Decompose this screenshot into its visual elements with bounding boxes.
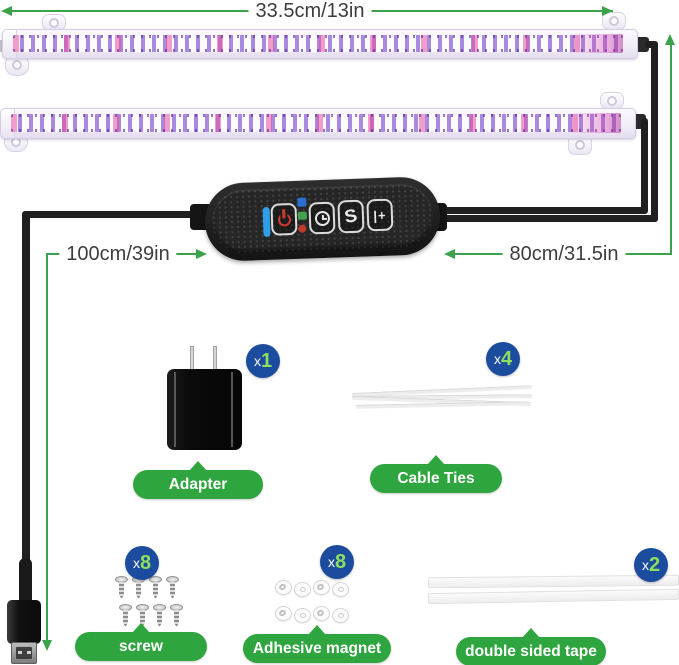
power-icon	[277, 212, 291, 227]
arrow-up-icon	[665, 34, 675, 45]
usb-cable	[19, 558, 32, 606]
screw	[149, 576, 162, 600]
screw	[136, 604, 149, 628]
arrow-left-icon	[1, 6, 12, 16]
label-pill-magnet: Adhesive magnet	[243, 634, 391, 663]
led-glow	[568, 34, 623, 53]
magnet	[294, 582, 311, 597]
s-curve-icon: S	[342, 205, 359, 227]
screw	[166, 576, 179, 600]
led-band	[13, 35, 623, 52]
clock-icon	[314, 210, 330, 226]
measure-right-label: 80cm/31.5in	[502, 243, 626, 265]
arrow-right-icon	[196, 249, 207, 259]
accessory-label: Adhesive magnet	[252, 639, 382, 657]
label-pill-adapter: Adapter	[133, 470, 263, 499]
magnet	[275, 580, 292, 595]
brightness-button: |+	[366, 198, 394, 232]
wire-strip1-vertical	[651, 41, 658, 222]
measure-left-vertical	[46, 253, 48, 642]
cycle-button: S	[337, 199, 365, 234]
tape-strip	[427, 588, 679, 605]
wire-strip2-vertical	[641, 118, 648, 214]
controller: S |+	[203, 175, 442, 263]
accessory-label: double sided tape	[465, 642, 597, 660]
cable-tie	[355, 401, 529, 409]
label-pill-cable-ties: Cable Ties	[370, 464, 502, 493]
label-pill-tape: double sided tape	[456, 637, 606, 665]
timer-button	[308, 201, 336, 235]
led-strip-1	[2, 29, 638, 59]
measure-left-label: 100cm/39in	[59, 243, 177, 265]
magnet	[313, 580, 330, 595]
magnet	[275, 606, 292, 621]
wire-strip1-horizontal	[440, 215, 658, 222]
arrow-down-icon	[42, 640, 52, 651]
accessory-label: screw	[119, 637, 163, 655]
screw	[153, 604, 166, 628]
wire-usb-horizontal	[25, 211, 197, 218]
screw	[170, 604, 183, 628]
magnet	[313, 606, 330, 621]
indicator-led-green	[297, 211, 308, 220]
accessory-label: Cable Ties	[397, 469, 475, 487]
magnet	[332, 582, 349, 597]
label-pill-screw: screw	[75, 632, 207, 661]
wire-usb-vertical	[22, 211, 30, 567]
screw	[119, 604, 132, 628]
magnet	[332, 608, 349, 623]
led-band	[11, 114, 621, 132]
accessory-label: Adapter	[168, 475, 228, 493]
screw	[115, 576, 128, 600]
power-button	[270, 202, 298, 236]
measure-top-label: 33.5cm/13in	[248, 0, 372, 22]
led-strip-2	[0, 108, 636, 139]
indicator-led-blue	[297, 197, 307, 207]
arrow-right-icon	[602, 6, 613, 16]
adapter-image	[167, 369, 242, 450]
measure-right-vertical	[670, 45, 672, 254]
wire-strip2-horizontal	[440, 207, 646, 214]
usb-plug	[7, 600, 41, 644]
led-glow	[566, 113, 621, 133]
adapter-stripe	[174, 372, 176, 447]
mounting-tab	[600, 92, 624, 109]
arrow-left-icon	[444, 249, 455, 259]
magnet	[294, 608, 311, 623]
indicator-bar-blue	[262, 206, 271, 238]
brightness-plus-icon: |+	[373, 207, 387, 223]
usb-plug-metal	[11, 642, 37, 664]
adapter-stripe	[231, 372, 233, 447]
